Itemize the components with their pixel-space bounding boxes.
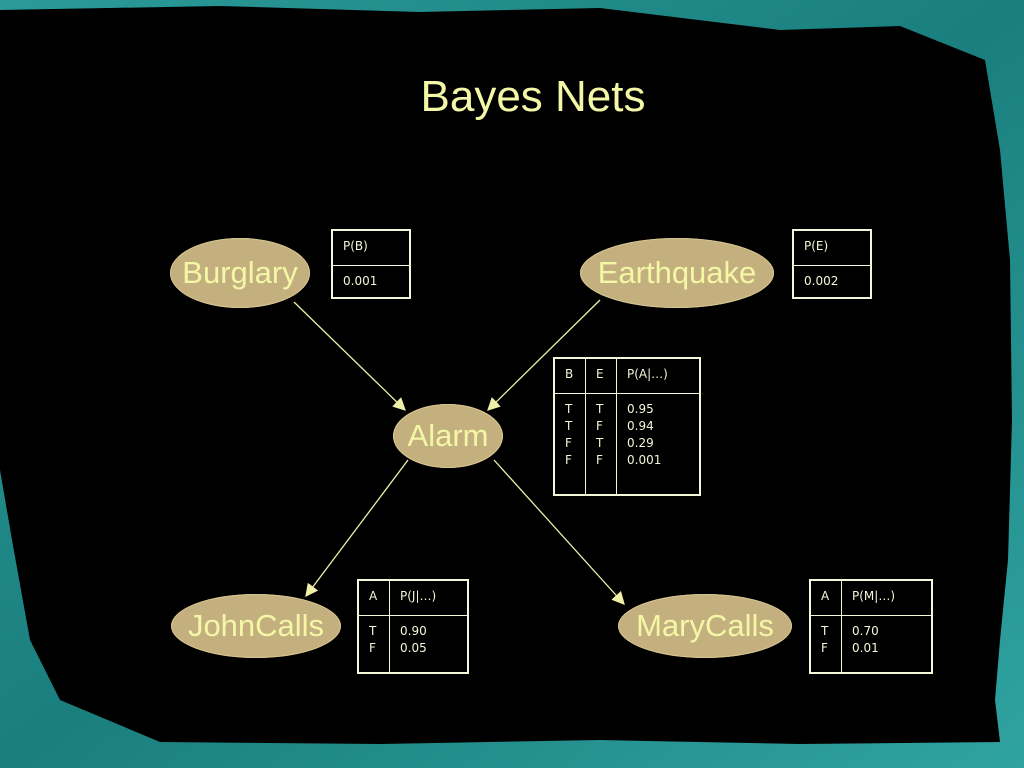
- cpt-alarm-col-b: T T F F: [565, 402, 573, 467]
- node-alarm-label: Alarm: [407, 418, 489, 453]
- cpt-alarm-col-p: 0.95 0.94 0.29 0.001: [616, 393, 699, 494]
- edge-alarm-marycalls: [493, 459, 625, 605]
- cpt-burglary: P(B) 0.001: [331, 229, 411, 299]
- edge-earthquake-alarm: [487, 299, 601, 411]
- node-marycalls-label: MaryCalls: [636, 608, 774, 643]
- node-johncalls-label: JohnCalls: [187, 608, 325, 643]
- node-earthquake-label: Earthquake: [597, 255, 757, 290]
- cpt-john-header-p: P(J|…): [389, 581, 467, 616]
- edge-alarm-johncalls: [305, 459, 409, 598]
- cpt-mary-col-a: T F: [821, 624, 829, 655]
- slide-title: Bayes Nets: [420, 72, 646, 121]
- edge-burglary-alarm: [293, 301, 406, 411]
- cpt-alarm-header-b: B: [555, 359, 586, 394]
- node-burglary[interactable]: Burglary: [170, 238, 310, 308]
- node-earthquake[interactable]: Earthquake: [580, 238, 774, 308]
- node-alarm[interactable]: Alarm: [393, 404, 503, 468]
- cpt-mary-header-p: P(M|…): [841, 581, 931, 616]
- cpt-burglary-value: 0.001: [343, 274, 378, 288]
- cpt-john-col-p: 0.90 0.05: [389, 615, 467, 672]
- cpt-john-col-a: T F: [369, 624, 377, 655]
- node-johncalls[interactable]: JohnCalls: [171, 594, 341, 658]
- cpt-alarm-header-e: E: [585, 359, 617, 394]
- cpt-earthquake-value: 0.002: [804, 274, 839, 288]
- cpt-alarm-col-e: T F T F: [585, 393, 617, 494]
- cpt-alarm: B E P(A|…) T T F F T F T F 0.95 0.94 0.2…: [553, 357, 701, 496]
- cpt-burglary-header: P(B): [333, 231, 409, 266]
- cpt-mary-header-a: A: [811, 581, 842, 616]
- slide-black-area: [0, 6, 1012, 744]
- cpt-mary: A P(M|…) T F 0.70 0.01: [809, 579, 933, 674]
- cpt-mary-col-p: 0.70 0.01: [841, 615, 931, 672]
- cpt-earthquake-header: P(E): [794, 231, 870, 266]
- cpt-earthquake: P(E) 0.002: [792, 229, 872, 299]
- node-burglary-label: Burglary: [182, 255, 298, 290]
- node-marycalls[interactable]: MaryCalls: [618, 594, 792, 658]
- cpt-alarm-header-p: P(A|…): [616, 359, 699, 394]
- cpt-john-header-a: A: [359, 581, 390, 616]
- cpt-john: A P(J|…) T F 0.90 0.05: [357, 579, 469, 674]
